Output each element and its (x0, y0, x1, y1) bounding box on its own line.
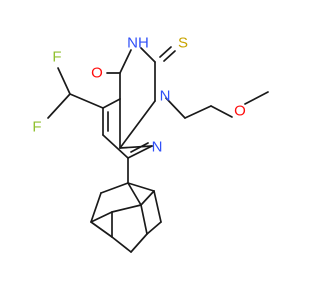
bond-o-ch3 (244, 91, 269, 105)
atom-label-n8: N (152, 139, 163, 156)
bond-ch2b-o (210, 105, 233, 118)
bond-ad-k (111, 204, 142, 213)
bond-ad-b (127, 182, 142, 206)
bond-c4a-c5 (102, 98, 121, 109)
bond-n8-c8a (119, 145, 153, 149)
atom-label-n1: N (160, 88, 171, 105)
bond-ad-a (100, 182, 129, 194)
bond-c8a-n1 (119, 100, 156, 149)
atom-label-s2: S (178, 35, 188, 52)
atom-label-f1: F (52, 49, 61, 66)
bond-c2-s-double (163, 50, 176, 62)
atom-label-nh3: NH (127, 35, 149, 52)
atom-label-o4: O (91, 65, 103, 82)
bond-c7-n8 (127, 145, 153, 159)
bond-ad-g (90, 221, 113, 238)
bond-ad-h (146, 221, 162, 235)
bond-ad-m (130, 233, 148, 253)
bond-ad-e (153, 190, 162, 223)
bonds (47, 46, 269, 253)
bond-c7-n8-double (130, 142, 149, 153)
molecule-structure: O NH S F F N N O (32, 35, 269, 253)
bond-c2-n3 (140, 47, 156, 63)
bond-ad-d (90, 192, 102, 223)
bond-c2-s (159, 46, 172, 58)
bond-ad-l (111, 236, 132, 253)
bond-ad-f (140, 204, 148, 235)
bond-n3-c4 (119, 49, 132, 74)
bond-c6-c7 (102, 134, 129, 159)
bond-chf2-f2 (47, 93, 71, 119)
bond-chf2-f1 (57, 67, 71, 95)
atom-labels: O NH S F F N N O (32, 35, 245, 156)
bond-ad-j (90, 211, 113, 223)
atom-label-f2: F (32, 119, 41, 136)
bond-ch2a-ch2b (184, 105, 212, 119)
bond-ad-c (127, 182, 155, 192)
atom-label-o-ether: O (234, 103, 246, 120)
bond-c5-chf2 (69, 93, 104, 109)
bond-ad-n (140, 190, 155, 206)
bond-n1-ch2a (165, 97, 186, 119)
